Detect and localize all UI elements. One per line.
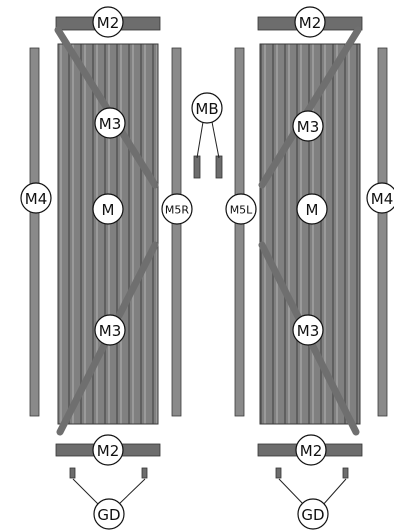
callout-right-gd: GD (297, 498, 329, 530)
right-door-assembly (234, 16, 388, 507)
callout-right-m: M (296, 193, 328, 225)
right-outer-post (377, 47, 388, 417)
label-mb: MB (195, 100, 218, 118)
mb-bracket-left (193, 155, 201, 179)
label-m5r: M5R (165, 204, 189, 217)
callout-left-m2-top: M2 (92, 6, 124, 38)
label-gd: GD (97, 506, 120, 524)
callout-left-m3-lower: M3 (94, 314, 126, 346)
label-m3: M3 (297, 118, 320, 136)
right-inner-post (234, 47, 245, 417)
label-m3: M3 (99, 322, 122, 340)
callout-left-m4: M4 (20, 182, 52, 214)
right-upper-brace (258, 26, 362, 189)
right-gd-part-a (275, 467, 282, 479)
right-gd-leader-b (321, 478, 347, 507)
label-m4: M4 (25, 190, 48, 208)
label-m: M (306, 201, 319, 219)
label-m2: M2 (300, 442, 323, 460)
callout-m5l: M5L (225, 193, 257, 225)
label-m: M (102, 201, 115, 219)
callout-right-m4: M4 (366, 182, 394, 214)
left-door-assembly (29, 16, 182, 507)
label-m3: M3 (99, 115, 122, 133)
callout-right-m3-lower: M3 (292, 314, 324, 346)
left-gd-leader-b (116, 478, 146, 507)
label-m3: M3 (297, 322, 320, 340)
callout-left-gd: GD (93, 498, 125, 530)
callout-right-m2-bottom: M2 (295, 434, 327, 466)
mb-bracket-right (215, 155, 223, 179)
center-hardware (193, 121, 223, 179)
callout-right-m3-upper: M3 (292, 110, 324, 142)
callout-right-m2-top: M2 (294, 6, 326, 38)
label-m2: M2 (97, 14, 120, 32)
callout-left-m: M (92, 193, 124, 225)
mb-leader-left (196, 121, 204, 159)
callout-mb: MB (191, 92, 223, 124)
mb-leader-right (211, 121, 220, 159)
left-gd-part-a (69, 467, 76, 479)
label-gd: GD (301, 506, 324, 524)
left-main-panel (57, 43, 159, 425)
left-gd-leader-a (72, 478, 101, 507)
label-m4: M4 (371, 190, 394, 208)
label-m2: M2 (97, 442, 120, 460)
callout-left-m3-upper: M3 (94, 107, 126, 139)
left-outer-post (29, 47, 40, 417)
left-upper-brace (54, 26, 159, 189)
callout-m5r: M5R (161, 193, 193, 225)
right-gd-part-b (342, 467, 349, 479)
right-gd-leader-a (278, 478, 306, 507)
label-m2: M2 (299, 14, 322, 32)
left-gd-part-b (141, 467, 148, 479)
callout-left-m2-bottom: M2 (92, 434, 124, 466)
label-m5l: M5L (230, 204, 253, 217)
left-inner-post (171, 47, 182, 417)
